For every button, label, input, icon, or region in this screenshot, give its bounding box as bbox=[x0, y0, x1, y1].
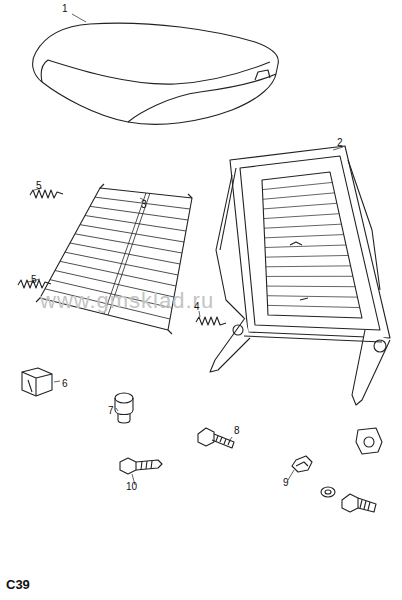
callout-number: 1 bbox=[62, 4, 68, 14]
wire-stroke bbox=[263, 203, 337, 209]
wire-stroke bbox=[265, 235, 344, 238]
watermark: www.gmsklad.ru bbox=[40, 290, 214, 312]
wire-stroke bbox=[267, 286, 355, 288]
wire-stroke bbox=[266, 276, 353, 277]
callout-number: 8 bbox=[234, 426, 240, 436]
callout-number: 2 bbox=[337, 138, 343, 148]
callout-number: 3 bbox=[141, 200, 147, 210]
callout-number: 9 bbox=[283, 478, 289, 488]
callout-number: 4 bbox=[194, 302, 200, 312]
callout-number: 5 bbox=[36, 181, 42, 191]
wire-stroke bbox=[267, 296, 357, 297]
wire-stroke bbox=[263, 193, 335, 199]
wire-stroke bbox=[265, 245, 346, 248]
wire-stroke bbox=[266, 265, 351, 267]
wire-stroke bbox=[264, 224, 341, 228]
callout-number: 5 bbox=[31, 275, 37, 285]
wire-stroke bbox=[264, 214, 339, 219]
wire-stroke bbox=[268, 305, 360, 307]
callout-number: 10 bbox=[126, 482, 137, 492]
figure-code: C39 bbox=[6, 578, 30, 591]
callout-number: 6 bbox=[62, 379, 68, 389]
callout-number: 7 bbox=[108, 406, 114, 416]
wire-stroke bbox=[262, 182, 332, 189]
wire-stroke bbox=[265, 255, 348, 257]
